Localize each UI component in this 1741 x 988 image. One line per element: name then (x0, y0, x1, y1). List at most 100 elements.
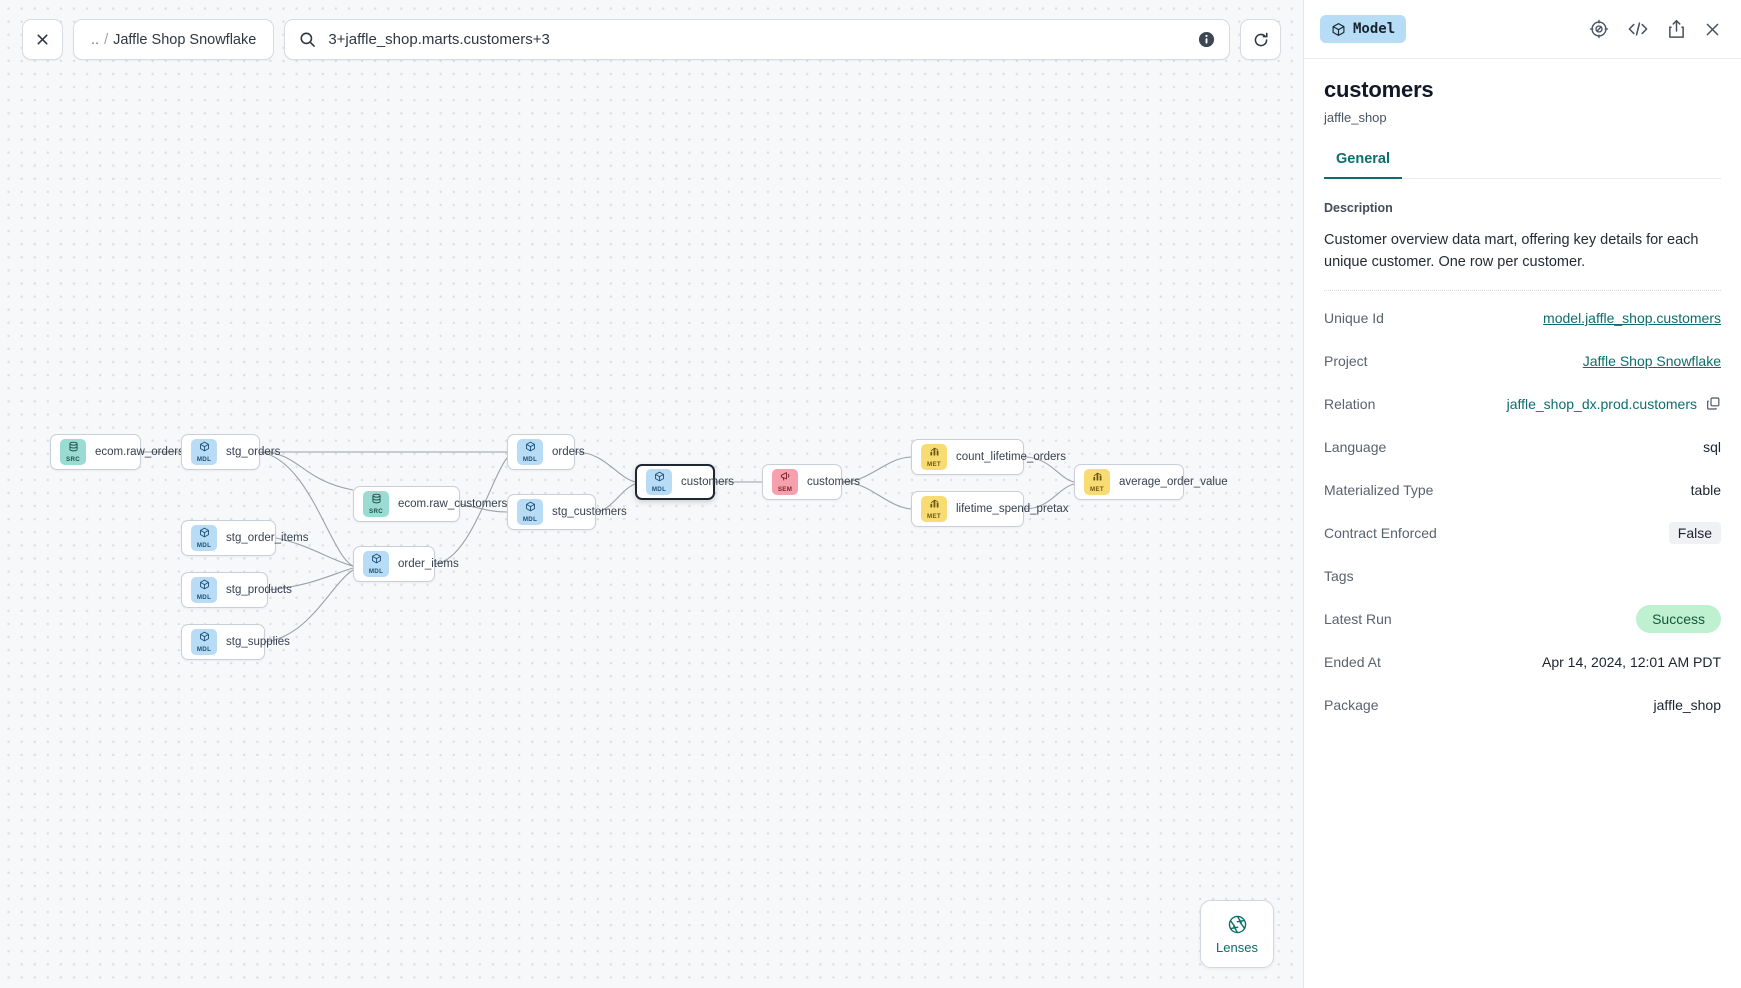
lineage-node-lifetime_spend_pretax[interactable]: MET lifetime_spend_pretax (911, 491, 1069, 527)
info-icon[interactable] (1198, 31, 1215, 48)
focus-icon[interactable] (1589, 19, 1609, 39)
detail-key: Tags (1324, 567, 1354, 584)
src-badge-icon: SRC (363, 491, 389, 517)
details-panel: Model (1303, 0, 1741, 988)
tab-general[interactable]: General (1324, 151, 1402, 179)
lineage-node-average_order_value[interactable]: MET average_order_value (1074, 464, 1228, 500)
detail-key: Ended At (1324, 653, 1381, 670)
lineage-node-ecom_raw_orders[interactable]: SRC ecom.raw_orders (50, 434, 184, 470)
search-bar[interactable] (284, 19, 1231, 60)
detail-key: Project (1324, 352, 1368, 369)
detail-value: sql (1703, 439, 1721, 455)
lineage-node-count_lifetime_orders[interactable]: MET count_lifetime_orders (911, 439, 1066, 475)
lineage-node-label: ecom.raw_orders (95, 446, 184, 458)
refresh-button[interactable] (1240, 19, 1282, 60)
detail-value-text: False (1668, 521, 1721, 544)
canvas-toolbar: ../Jaffle Shop Snowflake (22, 19, 1282, 60)
breadcrumb[interactable]: ../Jaffle Shop Snowflake (73, 19, 275, 60)
close-icon[interactable] (1704, 21, 1721, 38)
description-label: Description (1324, 201, 1393, 215)
panel-actions (1589, 19, 1721, 39)
lineage-node-label: customers (807, 476, 861, 488)
detail-key: Contract Enforced (1324, 524, 1437, 541)
breadcrumb-separator: / (104, 31, 109, 48)
detail-value-text[interactable]: jaffle_shop_dx.prod.customers (1506, 395, 1697, 412)
divider (1324, 289, 1721, 291)
sem-badge-icon: SEM (772, 469, 798, 495)
lineage-node-label: lifetime_spend_pretax (956, 503, 1069, 515)
detail-value-text: table (1690, 481, 1721, 498)
detail-row: Contract Enforced False (1324, 517, 1721, 549)
page-title: customers (1324, 77, 1434, 102)
resource-type-badge: Model (1320, 15, 1407, 43)
src-badge-icon: SRC (60, 439, 86, 465)
copy-icon[interactable] (1706, 396, 1721, 411)
detail-key: Language (1324, 438, 1387, 455)
lineage-node-label: count_lifetime_orders (956, 451, 1066, 463)
code-icon[interactable] (1627, 19, 1649, 39)
panel-header: Model (1304, 0, 1741, 59)
lineage-node-label: customers (681, 476, 735, 488)
resource-type-label: Model (1353, 21, 1396, 37)
met-badge-icon: MET (1084, 469, 1110, 495)
lineage-node-label: orders (552, 446, 585, 458)
lenses-label: Lenses (1216, 939, 1258, 955)
lineage-node-stg_customers[interactable]: MDL stg_customers (507, 494, 627, 530)
lineage-node-stg_order_items[interactable]: MDL stg_order_items (181, 520, 308, 556)
lineage-node-label: stg_products (226, 584, 292, 596)
detail-value: Apr 14, 2024, 12:01 AM PDT (1542, 654, 1721, 670)
detail-row: Language sql (1324, 431, 1721, 463)
mdl-badge-icon: MDL (517, 499, 543, 525)
detail-row: Ended At Apr 14, 2024, 12:01 AM PDT (1324, 646, 1721, 678)
detail-value: Success (1636, 604, 1721, 633)
close-icon (35, 32, 50, 47)
mdl-badge-icon: MDL (191, 439, 217, 465)
page-subtitle: jaffle_shop (1324, 110, 1387, 125)
detail-row: Materialized Type table (1324, 474, 1721, 506)
lineage-node-label: stg_supplies (226, 636, 290, 648)
edge (264, 569, 354, 643)
search-input[interactable] (328, 31, 1187, 48)
breadcrumb-dots: .. (91, 31, 100, 48)
close-lineage-button[interactable] (22, 19, 63, 60)
detail-row: Tags (1324, 560, 1721, 592)
lineage-node-customers_semantic[interactable]: SEM customers (762, 464, 860, 500)
aperture-icon (1227, 914, 1248, 935)
lineage-node-label: stg_order_items (226, 532, 309, 544)
lineage-node-customers_model[interactable]: MDL customers (635, 464, 734, 500)
share-icon[interactable] (1667, 19, 1686, 39)
detail-key: Unique Id (1324, 309, 1384, 326)
search-icon (299, 31, 316, 48)
cube-icon (1331, 22, 1346, 37)
detail-value: jaffle_shop_dx.prod.customers (1507, 396, 1721, 412)
lineage-node-label: stg_customers (552, 506, 627, 518)
detail-value: table (1691, 482, 1721, 498)
lenses-button[interactable]: Lenses (1200, 900, 1274, 968)
detail-key: Materialized Type (1324, 481, 1434, 498)
mdl-badge-icon: MDL (191, 525, 217, 551)
met-badge-icon: MET (921, 496, 947, 522)
detail-key: Relation (1324, 395, 1376, 412)
panel-title-block: customers jaffle_shop (1304, 59, 1741, 125)
lineage-node-label: average_order_value (1119, 476, 1228, 488)
description-text: Customer overview data mart, offering ke… (1324, 232, 1699, 271)
met-badge-icon: MET (921, 444, 947, 470)
detail-value-text[interactable]: Jaffle Shop Snowflake (1582, 352, 1721, 369)
detail-key: Package (1324, 696, 1379, 713)
mdl-badge-icon: MDL (646, 469, 672, 495)
detail-value-text[interactable]: model.jaffle_shop.customers (1543, 309, 1721, 326)
panel-body: Description Customer overview data mart,… (1304, 179, 1741, 721)
refresh-icon (1252, 31, 1270, 49)
mdl-badge-icon: MDL (363, 551, 389, 577)
detail-value: model.jaffle_shop.customers (1543, 310, 1721, 326)
